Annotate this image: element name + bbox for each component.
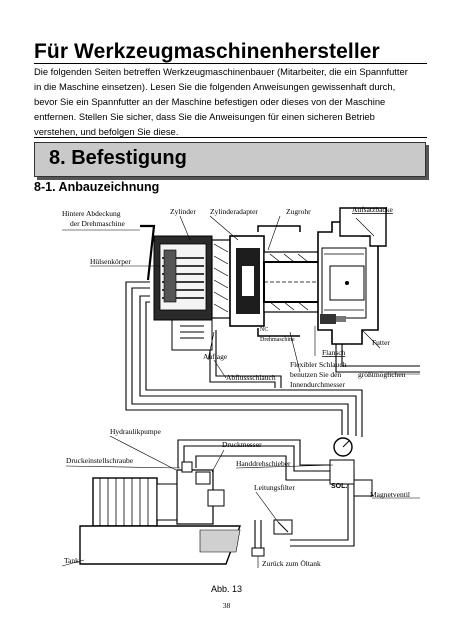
label-flansch: Flansch	[322, 348, 346, 357]
label-flexibler-schlauch: Flexibler Schlauch	[290, 360, 347, 369]
label-nc: NC	[260, 327, 268, 333]
page-title: Für Werkzeugmaschinenhersteller	[34, 40, 380, 63]
intro-line: Die folgenden Seiten betreffen Werkzeugm…	[34, 66, 408, 77]
pump-unit	[79, 461, 242, 565]
rule-bottom	[34, 137, 427, 138]
figure-caption: Abb. 13	[210, 584, 243, 594]
intro-line: verstehen, und befolgen Sie diese.	[34, 126, 179, 137]
label-der-drehmaschine: der Drehmaschine	[70, 219, 125, 228]
page-number: 38	[222, 601, 231, 610]
intro-paragraph: Die folgenden Seiten betreffen Werkzeugm…	[34, 64, 429, 139]
label-tank: Tank	[64, 556, 79, 565]
cylinder-assembly	[153, 235, 231, 351]
intro-line: entfernen. Stellen Sie sicher, dass Sie …	[34, 111, 375, 122]
section-heading: 8. Befestigung	[34, 142, 426, 177]
label-magnetventil: Magnetventil	[370, 490, 410, 499]
label-aufsatzbacke: Aufsatzbacke	[352, 205, 393, 214]
label-zylinderadapter: Zylinderadapter	[210, 207, 258, 216]
label-abflussschlauch: Abflussschlauch	[226, 373, 276, 382]
line-filter	[251, 519, 293, 557]
intro-line: bevor Sie ein Spannfutter an der Maschin…	[34, 96, 386, 107]
chuck-assembly	[317, 207, 387, 345]
subsection-title: 8-1. Anbauzeichnung	[34, 180, 160, 194]
diagram-labels: Hintere Abdeckung der Drehmaschine Zylin…	[62, 205, 410, 568]
rear-cover	[140, 224, 156, 281]
label-hydraulikpumpe: Hydraulikpumpe	[110, 427, 161, 436]
label-leitungsfilter: Leitungsfilter	[254, 483, 295, 492]
section-title: 8. Befestigung	[49, 147, 187, 169]
label-hintere-abdeckung: Hintere Abdeckung	[62, 209, 121, 218]
hydraulic-lines	[125, 281, 420, 548]
gauge-valve	[329, 437, 373, 497]
rule-top	[34, 63, 427, 64]
label-druckeinstellschraube: Druckeinstellschraube	[66, 456, 134, 465]
intro-line: in die Maschine einsetzen). Lesen Sie di…	[34, 81, 396, 92]
label-zylinder: Zylinder	[170, 207, 196, 216]
label-zugrohr: Zugrohr	[286, 207, 311, 216]
spindle-assembly	[229, 225, 321, 337]
label-benutzen-sie-den: benutzen Sie den	[290, 370, 341, 379]
label-innendurchmesser: Innendurchmesser	[290, 380, 345, 389]
leader-lines	[61, 215, 420, 568]
label-druckmesser: Druckmesser	[222, 440, 262, 449]
label-zurueck-zum-oeltank: Zurück zum Öltank	[262, 559, 321, 568]
label-drehmaschine: Drehmaschine	[260, 337, 295, 343]
label-futter: Futter	[372, 338, 390, 347]
label-auflage: Auflage	[203, 352, 228, 361]
label-huelsenkoerper: Hülsenkörper	[90, 257, 131, 266]
label-sol: SOL.	[331, 483, 347, 490]
label-handdrehschieber: Handdrehschieber	[236, 459, 291, 468]
label-groesstmoeglichen: größtmöglichen	[358, 370, 406, 379]
